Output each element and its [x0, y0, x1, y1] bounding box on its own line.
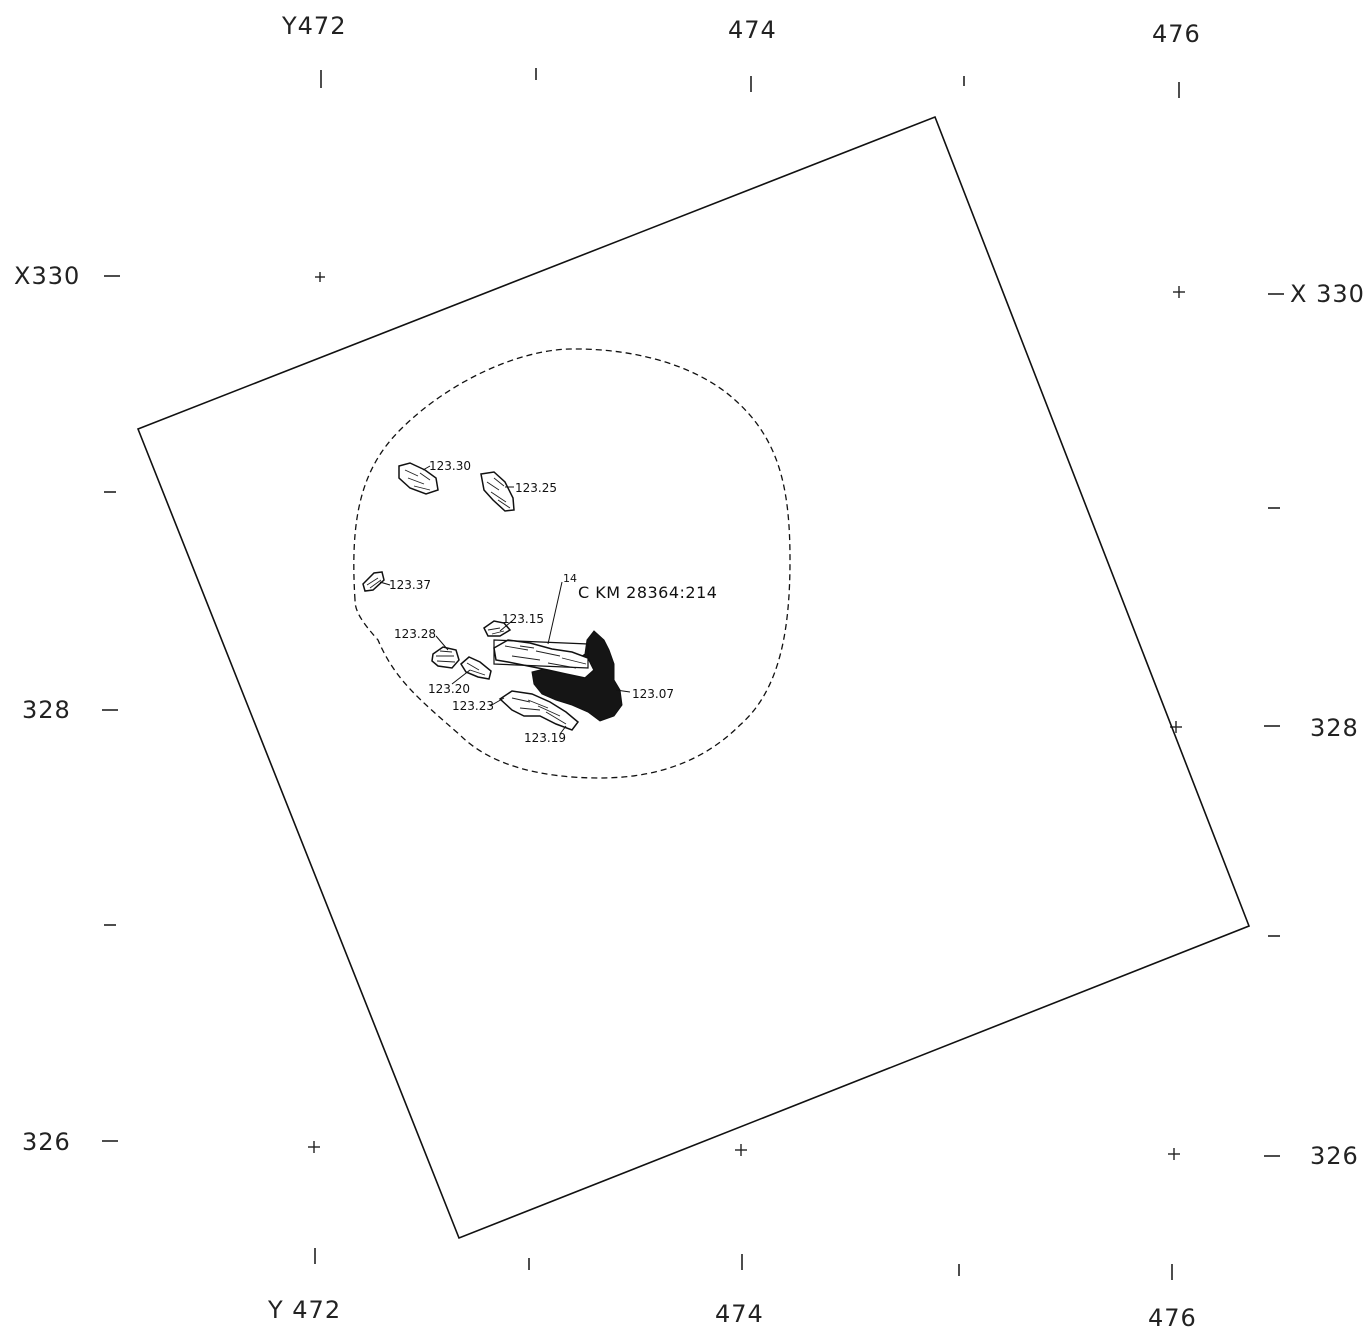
x-coord-label-right-330: X 330 [1290, 280, 1365, 308]
x-coord-label-right-326: 326 [1310, 1142, 1359, 1170]
stone-123-23 [493, 639, 595, 679]
stone-123-25 [480, 471, 515, 512]
stone-label-123-37: 123.37 [389, 578, 431, 592]
x-coord-label-left-330: X330 [14, 262, 80, 290]
x-coord-label-right-328: 328 [1310, 714, 1359, 742]
stone-label-123-15: 123.15 [502, 612, 544, 626]
x-coord-label-left-328: 328 [22, 696, 71, 724]
stone-label-123-25: 123.25 [515, 481, 557, 495]
stone-123-20 [460, 656, 492, 680]
stone-123-19 [498, 690, 580, 731]
grid-ticks [102, 68, 1284, 1280]
feature-boundary-dashed [353, 348, 791, 779]
stone-label-123-20: 123.20 [428, 682, 470, 696]
y-coord-label-top-472: Y472 [281, 12, 346, 40]
stone-label-123-28: 123.28 [394, 627, 436, 641]
sample-isotope-superscript: 14 [563, 572, 577, 585]
stone-label-123-30: 123.30 [429, 459, 471, 473]
y-coord-label-top-474: 474 [728, 16, 777, 44]
stone-label-123-07: 123.07 [632, 687, 674, 701]
sample-location [493, 581, 589, 669]
x-coord-label-left-326: 326 [22, 1128, 71, 1156]
y-coord-label-bottom-474: 474 [715, 1300, 764, 1328]
grid-crosses [308, 272, 1185, 1160]
stone-label-123-23: 123.23 [452, 699, 494, 713]
stone-123-15 [483, 620, 512, 637]
stone-label-123-19: 123.19 [524, 731, 566, 745]
stone-123-37 [362, 571, 385, 592]
y-coord-label-bottom-472: Y 472 [267, 1296, 341, 1324]
stone-123-28 [431, 646, 460, 669]
trench-outline [136, 115, 1251, 1240]
label-leaders [379, 465, 631, 735]
y-coord-label-bottom-476: 476 [1148, 1304, 1197, 1332]
sample-reference-label: C KM 28364:214 [578, 583, 717, 602]
y-coord-label-top-476: 476 [1152, 20, 1201, 48]
stone-123-30 [398, 462, 439, 495]
